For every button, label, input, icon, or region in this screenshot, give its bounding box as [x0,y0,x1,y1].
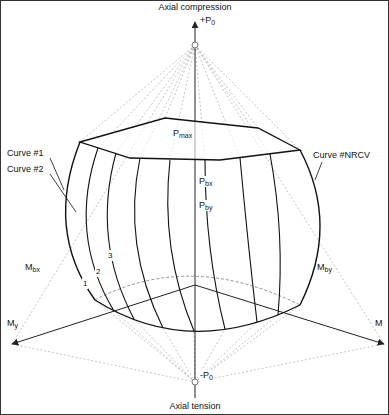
apex-point [192,379,198,385]
axis-label: My [6,318,19,329]
axis-label: +P0 [199,15,216,26]
apex-point [192,42,198,48]
axis-label: Pby [198,200,213,211]
construction-lines [12,45,384,382]
axis-label: Curve #1 [6,148,45,159]
axis-label: -P0 [199,370,214,381]
axis-label: Axial compression [157,2,232,13]
axis-label: Pmax [172,128,193,139]
bottom-curve [95,300,300,331]
leader-lines [50,158,322,212]
axis-label: Curve #2 [6,164,45,175]
callout-number: 2 [95,266,101,277]
callout-number: 3 [107,250,113,261]
axis-label: Axial tension [168,401,221,412]
axes [12,22,384,398]
axis-label: Mby [316,262,333,273]
axis-label: M [374,318,384,329]
axis-label: Mbx [24,262,41,273]
axis-label: Curve #NRCV [312,150,371,161]
meridian-curves [66,142,320,331]
callout-number: 1 [82,278,88,289]
top-face [80,118,300,160]
axis-label: Pbx [198,176,213,187]
